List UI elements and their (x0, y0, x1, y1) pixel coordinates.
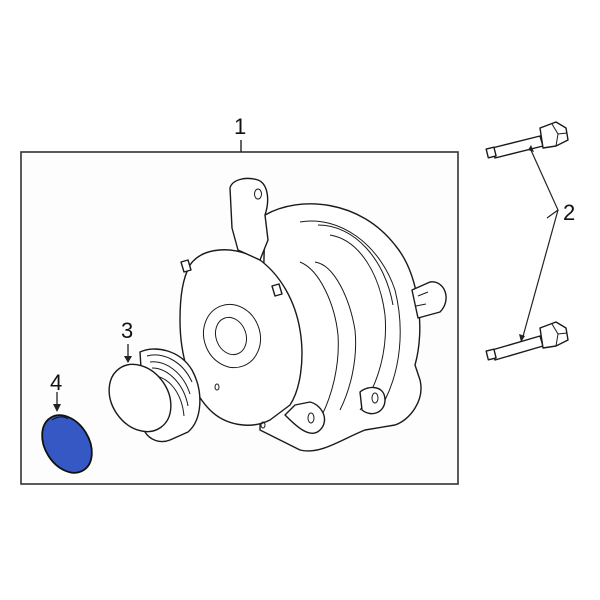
pulley-cap-part[interactable] (32, 392, 102, 482)
callout-2-leaders (519, 145, 559, 342)
callout-label-2: 2 (563, 200, 576, 225)
bolt-lower[interactable] (485, 321, 569, 361)
bolt-upper[interactable] (485, 121, 569, 159)
alternator-part[interactable] (179, 177, 447, 452)
pulley-part[interactable] (96, 344, 201, 444)
callout-label-3: 3 (121, 318, 134, 343)
callout-label-1: 1 (234, 114, 247, 139)
callout-label-4: 4 (50, 370, 63, 395)
